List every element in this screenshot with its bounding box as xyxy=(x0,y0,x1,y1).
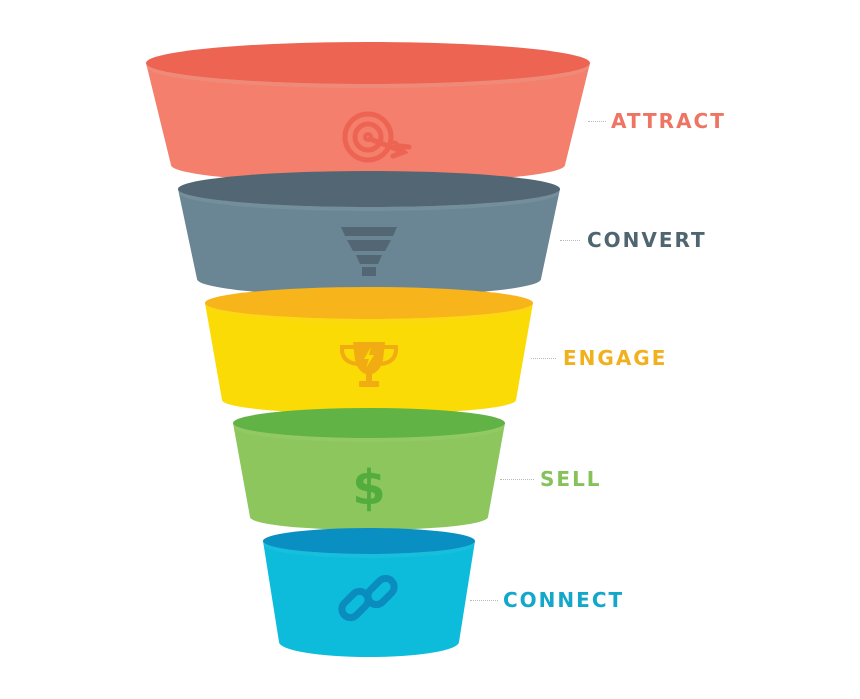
leader-line-attract xyxy=(588,121,606,122)
funnel-section-rim xyxy=(205,303,533,323)
funnel-section-rim xyxy=(146,63,590,88)
funnel-stage-engage xyxy=(205,287,533,414)
funnel-section-rim xyxy=(263,541,475,558)
funnel-section-top xyxy=(178,171,560,207)
funnel-stage-sell: $ xyxy=(233,408,505,530)
funnel-section-top xyxy=(233,408,505,438)
leader-line-sell xyxy=(500,479,534,480)
link-icon xyxy=(338,574,398,622)
stage-label-attract: ATTRACT xyxy=(611,109,726,133)
stage-label-connect: CONNECT xyxy=(503,588,625,612)
funnel-stage-convert xyxy=(178,171,560,296)
stage-label-sell: SELL xyxy=(540,467,602,491)
leader-line-convert xyxy=(560,240,580,241)
funnel-stage-attract xyxy=(146,42,590,183)
funnel-section-rim xyxy=(178,189,560,211)
funnel-section-top xyxy=(263,528,475,554)
stage-label-engage: ENGAGE xyxy=(563,346,668,370)
funnel-section-body xyxy=(233,423,505,530)
funnel-section-rim xyxy=(233,423,505,442)
funnel-section-top xyxy=(205,287,533,319)
trophy-icon xyxy=(339,342,399,387)
target-icon xyxy=(342,111,412,163)
funnel-section-top xyxy=(146,42,590,84)
leader-line-connect xyxy=(470,600,498,601)
stage-label-convert: CONVERT xyxy=(587,228,707,252)
funnel-stage-connect xyxy=(263,528,475,657)
leader-line-engage xyxy=(531,358,556,359)
funnel-icon xyxy=(341,227,397,276)
dollar-icon: $ xyxy=(352,460,385,516)
